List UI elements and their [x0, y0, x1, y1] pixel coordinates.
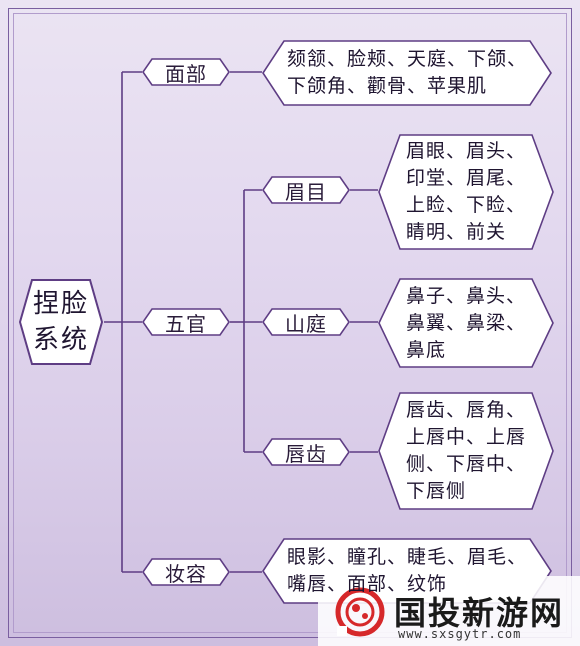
root-label-line1: 捏脸	[32, 289, 89, 319]
node-features-label: 五官	[165, 311, 207, 336]
leaf-nose-line3: 鼻底	[405, 338, 446, 361]
node-face-shape	[142, 58, 230, 86]
node-lips-shape	[262, 438, 350, 466]
node-features-shape	[142, 308, 230, 336]
leaf-lips-line1: 唇齿、唇角、	[405, 399, 526, 421]
watermark-title: 国投新游网	[394, 594, 565, 632]
leaf-lips: 唇齿、唇角、 上唇中、上唇 侧、下唇中、 下唇侧	[378, 392, 554, 510]
leaf-nose-shape	[378, 278, 554, 368]
leaf-nose-line1: 鼻子、鼻头、	[405, 284, 526, 307]
leaf-face-line2: 下颌角、颧骨、苹果肌	[286, 75, 487, 97]
node-features: 五官	[142, 308, 230, 336]
leaf-lips-line2: 上唇中、上唇	[405, 426, 526, 448]
leaf-makeup-line2: 嘴唇、面部、纹饰	[286, 573, 447, 595]
node-makeup-shape	[142, 558, 230, 586]
node-brow-label: 眉目	[285, 179, 327, 204]
node-makeup-label: 妆容	[165, 561, 207, 586]
node-face: 面部	[142, 58, 230, 86]
leaf-face-line1: 颏颔、脸颊、天庭、下颌、	[286, 48, 527, 70]
root-label-line2: 系统	[32, 325, 89, 355]
leaf-lips-line3: 侧、下唇中、	[405, 453, 526, 475]
watermark-logo-icon	[335, 587, 385, 637]
leaf-lips-shape	[378, 392, 554, 510]
node-nose-shape	[262, 308, 350, 336]
node-nose: 山庭	[262, 308, 350, 336]
node-lips-label: 唇齿	[285, 441, 327, 466]
leaf-brow-line4: 睛明、前关	[405, 221, 506, 243]
leaf-face: 颏颔、脸颊、天庭、下颌、 下颌角、颧骨、苹果肌	[262, 40, 552, 106]
leaf-brow: 眉眼、眉头、 印堂、眉尾、 上睑、下睑、 睛明、前关	[378, 134, 554, 250]
leaf-makeup: 眼影、瞳孔、睫毛、眉毛、 嘴唇、面部、纹饰	[262, 538, 552, 604]
node-lips: 唇齿	[262, 438, 350, 466]
leaf-face-shape	[262, 40, 552, 106]
leaf-lips-line4: 下唇侧	[405, 480, 466, 502]
node-makeup: 妆容	[142, 558, 230, 586]
leaf-nose-line2: 鼻翼、鼻梁、	[405, 311, 526, 334]
leaf-brow-line2: 印堂、眉尾、	[405, 167, 526, 189]
leaf-brow-shape	[378, 134, 554, 250]
node-face-label: 面部	[165, 61, 207, 86]
node-nose-label: 山庭	[285, 311, 327, 336]
leaf-makeup-line1: 眼影、瞳孔、睫毛、眉毛、	[286, 546, 527, 568]
node-brow-shape	[262, 176, 350, 204]
watermark-url: www.sxsgytr.com	[398, 627, 522, 641]
leaf-nose: 鼻子、鼻头、 鼻翼、鼻梁、 鼻底	[378, 278, 554, 368]
root-node: 捏脸 系统	[18, 278, 104, 366]
leaf-brow-line3: 上睑、下睑、	[405, 194, 526, 216]
node-brow: 眉目	[262, 176, 350, 204]
leaf-brow-line1: 眉眼、眉头、	[405, 140, 526, 162]
root-node-shape	[18, 279, 104, 365]
